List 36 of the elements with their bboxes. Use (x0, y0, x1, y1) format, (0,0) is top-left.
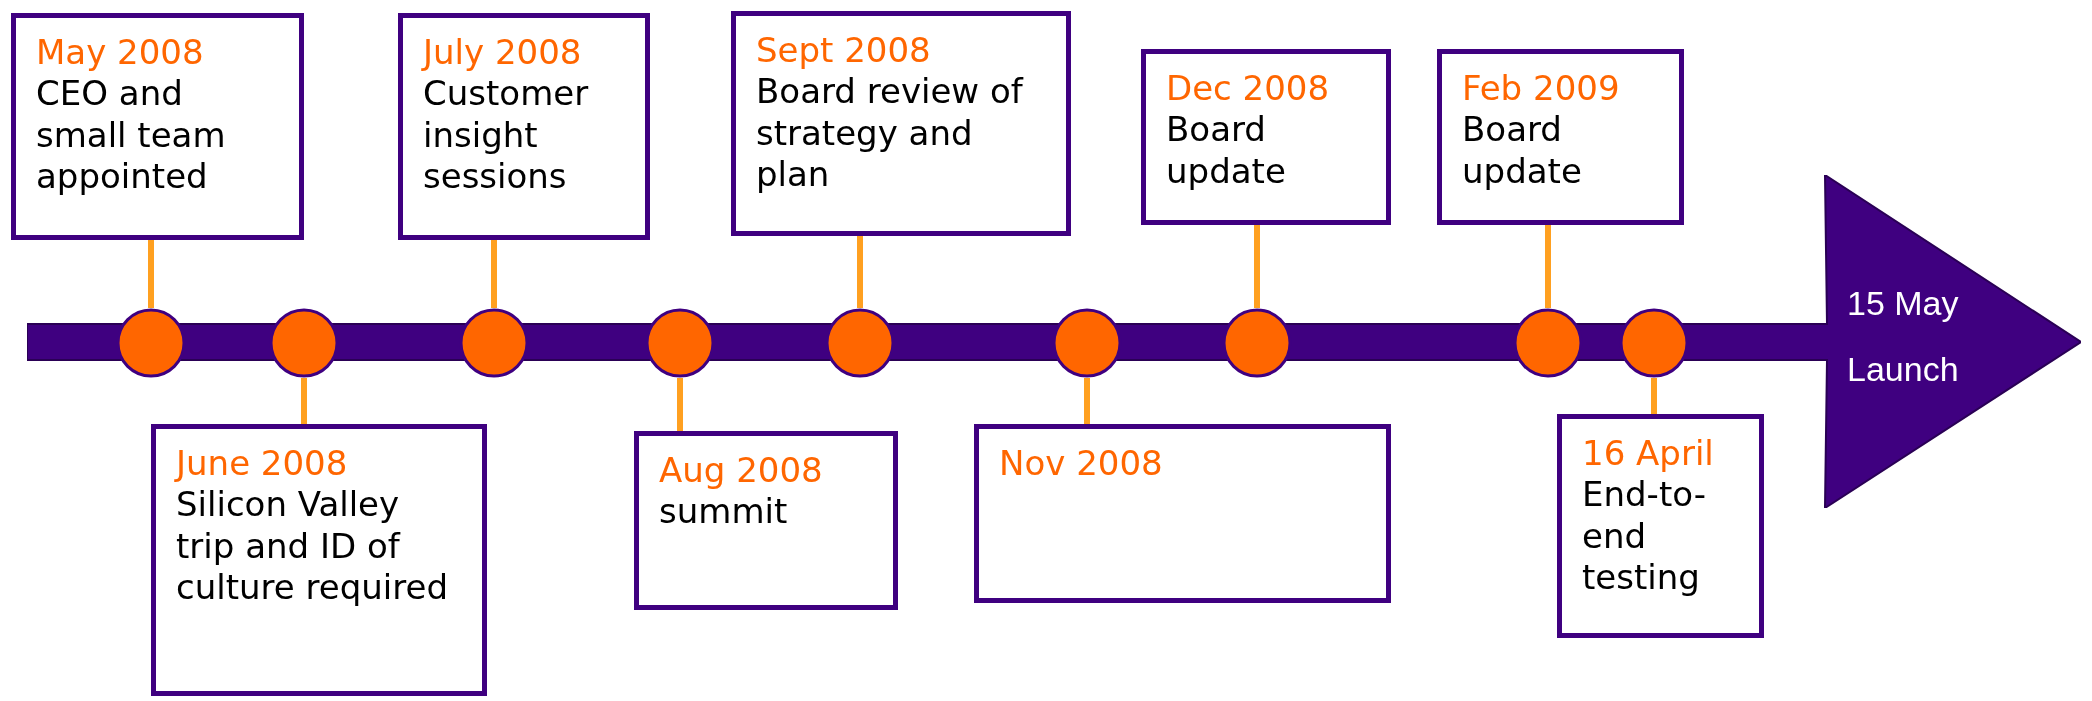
milestone-date: July 2008 (423, 32, 583, 74)
milestone-label: 15 May Launch (1847, 283, 1960, 391)
milestone-description: Customer insight sessions (423, 73, 590, 198)
connector-line (1651, 378, 1657, 414)
milestone-date: Feb 2009 (1462, 68, 1621, 110)
milestone-card (1141, 49, 1391, 225)
milestone-description: Board review of strategy and plan (756, 71, 1025, 196)
connector-line (677, 378, 683, 431)
milestone-date: Sept 2008 (756, 30, 932, 72)
milestone-date: June 2008 (176, 443, 349, 485)
milestone-description: CEO and small team appointed (36, 73, 227, 198)
milestone-card (731, 11, 1071, 236)
milestone-card (11, 13, 304, 240)
milestone-description: End-to-end testing (1582, 474, 1707, 599)
milestone-date: Nov 2008 (999, 443, 1164, 485)
milestone-card (1437, 49, 1684, 225)
connector-line (148, 240, 154, 308)
milestone-description: summit (659, 491, 789, 533)
connector-line (301, 378, 307, 424)
milestone-card (151, 424, 487, 696)
milestone-description: Board update (1462, 109, 1583, 193)
milestone-description: Board update (1166, 109, 1287, 193)
milestone-card (974, 424, 1391, 603)
milestone-date: Aug 2008 (659, 450, 824, 492)
connector-line (1084, 378, 1090, 424)
milestone-card (634, 431, 898, 610)
connector-line (857, 236, 863, 308)
milestone-card (1557, 414, 1764, 638)
milestone-date: May 2008 (36, 32, 205, 74)
milestone-description: Silicon Valley trip and ID of culture required (176, 484, 449, 609)
connector-line (1545, 225, 1551, 308)
milestone-date: Dec 2008 (1166, 68, 1331, 110)
milestone-date: 16 April (1582, 433, 1715, 475)
connector-line (491, 240, 497, 308)
milestone-card (398, 13, 650, 240)
connector-line (1254, 225, 1260, 308)
